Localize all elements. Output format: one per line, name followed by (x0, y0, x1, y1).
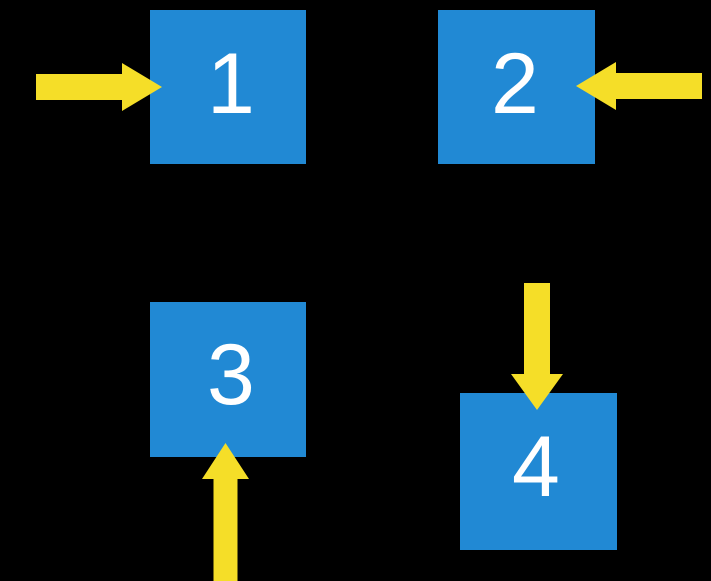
node-box-2[interactable] (438, 10, 595, 164)
node-label-1: 1 (207, 36, 255, 132)
node-box-3[interactable] (150, 302, 306, 457)
node-label-4: 4 (512, 419, 560, 515)
arrow-left-into-node-2 (576, 62, 702, 110)
arrow-up-into-node-3 (202, 443, 249, 581)
node-label-3: 3 (207, 327, 255, 423)
node-box-4[interactable] (460, 393, 617, 550)
arrow-down-into-node-4 (511, 283, 563, 410)
arrow-right-into-node-1 (36, 63, 162, 111)
node-box-1[interactable] (150, 10, 306, 164)
node-label-2: 2 (491, 36, 539, 132)
